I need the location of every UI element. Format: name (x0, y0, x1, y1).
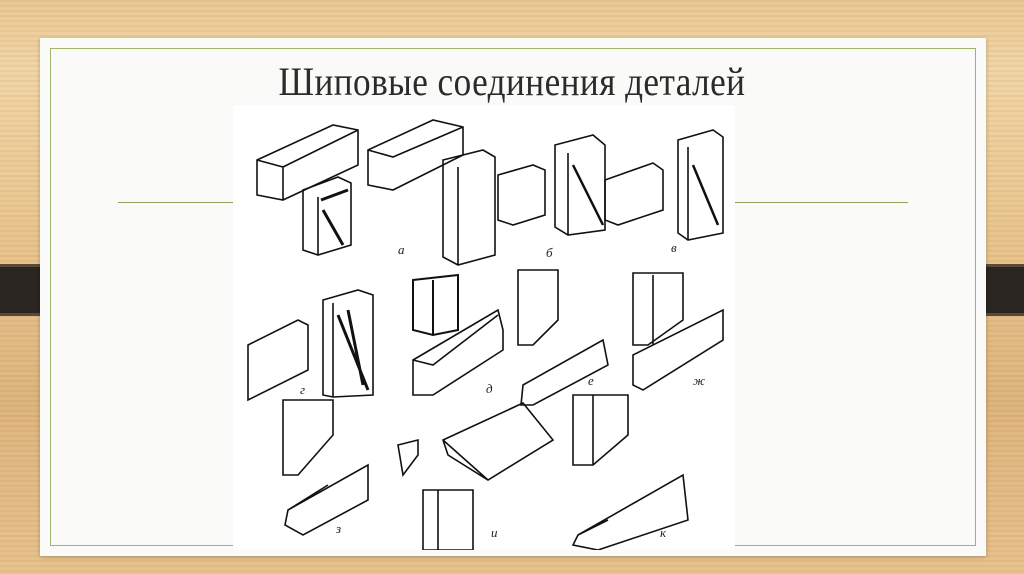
figure-label-g: г (300, 382, 306, 397)
figure-label-e: е (588, 373, 594, 388)
joinery-illustration: а б в г д е ж з и к (233, 105, 735, 550)
joint-b (367, 119, 546, 266)
figure-label-zh: ж (693, 373, 706, 388)
figure-label-v: в (671, 240, 677, 255)
figure-label-a: а (398, 242, 405, 257)
joint-i (397, 402, 555, 550)
figure-label-b: б (546, 245, 553, 260)
joint-z (282, 399, 369, 536)
joint-d (412, 273, 504, 396)
right-divider (735, 202, 908, 203)
joint-v (554, 129, 724, 241)
figure-label-k: к (660, 525, 667, 540)
slide-title: Шиповые соединения деталей (278, 59, 746, 104)
figure-label-d: д (486, 381, 493, 396)
left-divider (118, 202, 235, 203)
figure-label-i: и (491, 525, 498, 540)
joint-k (571, 394, 689, 550)
joint-g (247, 289, 374, 402)
joint-e (517, 269, 609, 406)
joint-zh (632, 272, 724, 391)
joint-a (256, 124, 359, 256)
joint-drawings (247, 119, 724, 550)
figure-label-z: з (336, 521, 342, 536)
